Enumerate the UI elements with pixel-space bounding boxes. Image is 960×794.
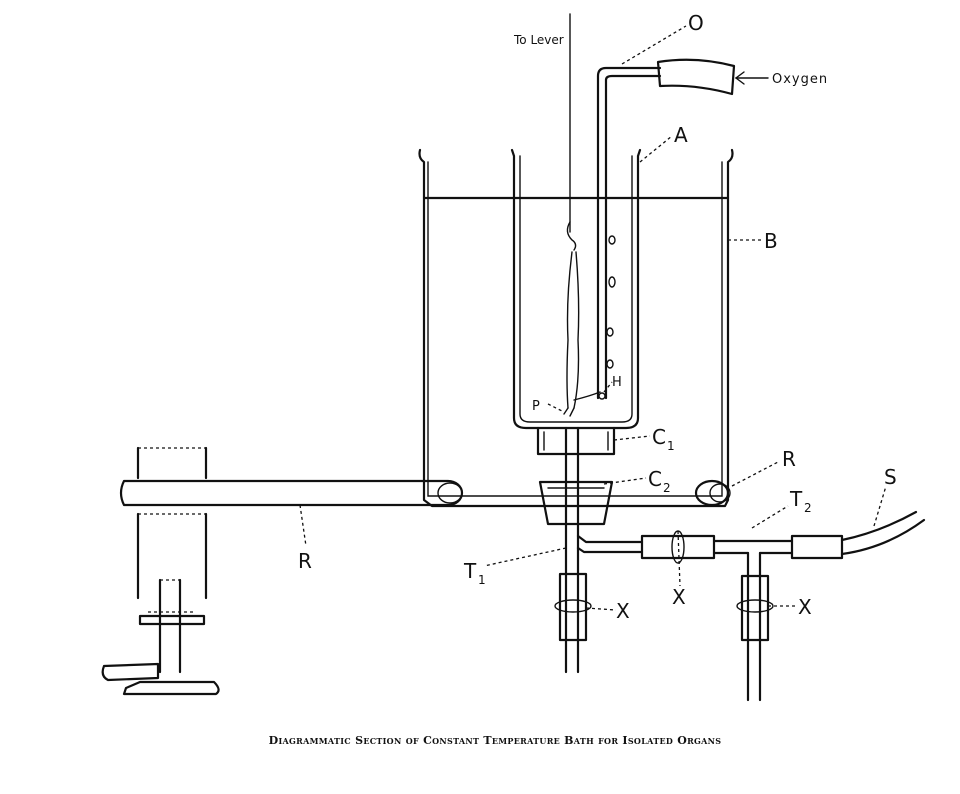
heating-rod-r xyxy=(119,479,731,507)
label-r-left: R xyxy=(298,549,312,573)
clip-x-left xyxy=(554,572,592,642)
svg-text:T: T xyxy=(789,487,803,511)
svg-text:T: T xyxy=(463,559,477,583)
label-p: P xyxy=(532,399,541,414)
svg-text:1: 1 xyxy=(478,573,486,587)
label-c1: C 1 xyxy=(652,425,675,453)
label-t2: T 2 xyxy=(789,487,812,515)
label-t1: T 1 xyxy=(463,559,486,587)
label-o: O xyxy=(688,11,704,35)
label-r-right: R xyxy=(782,447,796,471)
label-h: H xyxy=(612,375,623,390)
oxygen-bubbles xyxy=(606,235,616,369)
svg-text:C: C xyxy=(652,425,666,449)
leader-lines xyxy=(299,25,887,611)
oxygen-tube-o xyxy=(596,58,736,400)
diagram-caption: Diagrammatic Section of Constant Tempera… xyxy=(269,734,722,747)
label-x-right: X xyxy=(798,595,812,619)
label-a: A xyxy=(674,123,688,147)
svg-text:1: 1 xyxy=(667,439,675,453)
inner-vessel-a xyxy=(510,148,642,430)
tube-t1 xyxy=(564,426,580,674)
outer-bath-b xyxy=(418,148,734,508)
label-b: B xyxy=(764,229,778,253)
svg-text:2: 2 xyxy=(663,481,671,495)
svg-text:C: C xyxy=(648,467,662,491)
svg-text:2: 2 xyxy=(804,501,812,515)
bunsen-burner xyxy=(101,446,220,696)
cork-c2 xyxy=(538,480,614,526)
label-s: S xyxy=(884,465,897,489)
cork-c1 xyxy=(536,426,616,456)
label-x-mid: X xyxy=(672,585,686,609)
tube-t2 xyxy=(576,510,926,564)
drain-branch xyxy=(736,551,774,702)
label-oxygen: Oxygen xyxy=(772,72,828,87)
organ-and-thread xyxy=(563,13,606,417)
label-c2: C 2 xyxy=(648,467,671,495)
label-to-lever: To Lever xyxy=(513,33,564,47)
label-x-left: X xyxy=(616,599,630,623)
